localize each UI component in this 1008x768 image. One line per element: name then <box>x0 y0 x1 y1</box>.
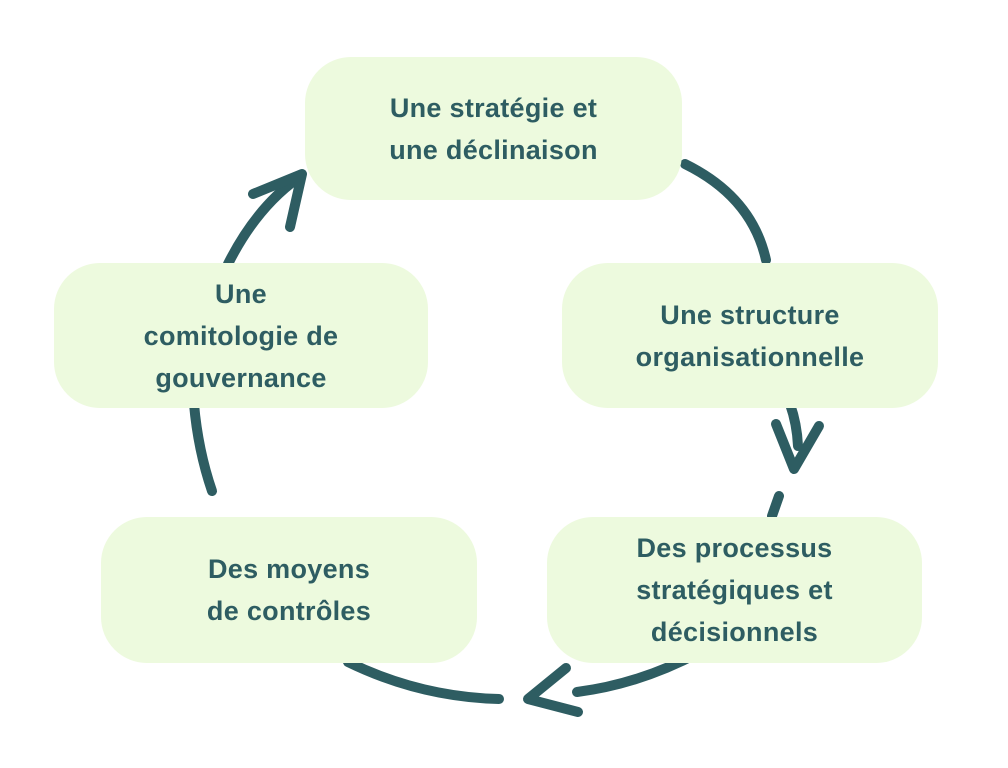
node-processes-line: décisionnels <box>650 617 819 647</box>
node-governance-line: Une <box>215 278 267 309</box>
node-processes-line: Des processus <box>636 533 833 563</box>
node-controls-line: de contrôles <box>206 596 372 626</box>
node-governance-line: gouvernance <box>155 362 327 393</box>
arrowhead-down-icon <box>771 419 824 474</box>
arc-strategy-to-structure <box>680 159 771 265</box>
node-strategy: Une stratégie et une déclinaison <box>305 57 682 200</box>
node-controls-line: Des moyens <box>207 554 371 584</box>
arc-controls-to-governance <box>189 399 217 496</box>
arc-structure-to-processes-stub <box>767 491 784 521</box>
node-strategy-line: une déclinaison <box>389 134 598 165</box>
node-structure: Une structure organisationnelle <box>562 263 938 408</box>
arc-governance-to-strategy-shaft <box>223 173 303 269</box>
node-processes-line: stratégiques et <box>636 575 833 605</box>
node-governance: Une comitologie de gouvernance <box>54 263 428 408</box>
node-governance-line: comitologie de <box>143 320 339 351</box>
node-structure-line: Une structure <box>660 299 840 330</box>
node-controls: Des moyens de contrôles <box>101 517 477 663</box>
arc-processes-to-controls-tail <box>343 657 504 704</box>
arc-structure-to-processes-shaft <box>785 399 803 451</box>
node-strategy-line: Une stratégie et <box>389 92 598 123</box>
node-processes: Des processus stratégiques et décisionne… <box>547 517 922 663</box>
arrowhead-left-icon <box>523 663 583 717</box>
node-structure-line: organisationnelle <box>635 341 865 372</box>
arrowhead-up-right-icon <box>248 169 307 232</box>
